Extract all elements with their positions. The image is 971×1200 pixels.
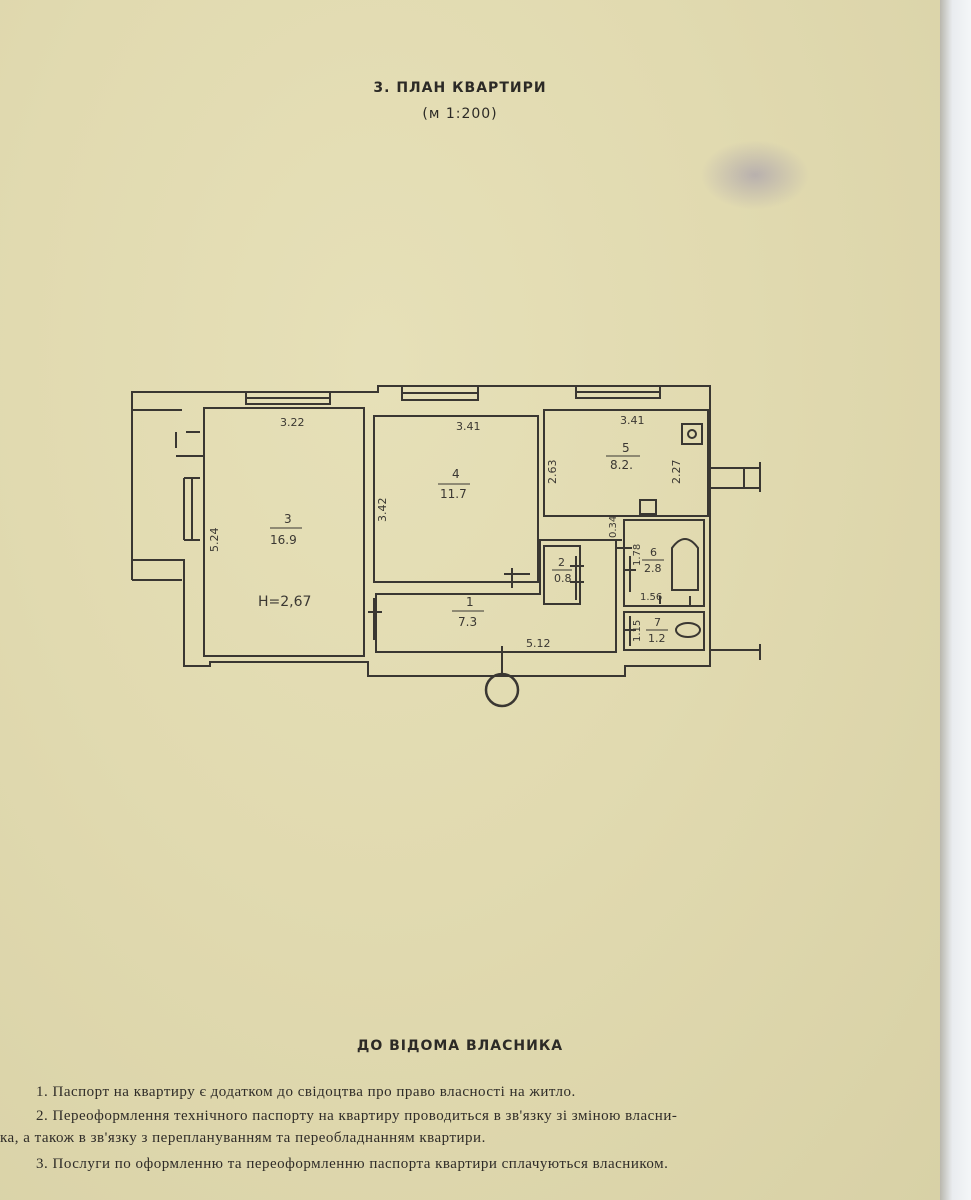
room-3-area: 16.9 bbox=[270, 533, 297, 547]
room-4-number: 4 bbox=[452, 467, 460, 481]
dim-bath-depth: 1.78 bbox=[632, 544, 643, 566]
room-2-area: 0.8 bbox=[554, 572, 572, 585]
room-3-number: 3 bbox=[284, 512, 292, 526]
notice-item-2-cont: ка, а також в зв'язку з переплануванням … bbox=[0, 1130, 486, 1146]
notice-item-1: 1. Паспорт на квартиру є додатком до сві… bbox=[36, 1084, 576, 1100]
dim-room5-depth-right: 2.27 bbox=[670, 460, 683, 485]
floor-plan: 3.22 3.41 3.41 5.24 3.42 2.63 2.27 5.12 … bbox=[131, 385, 761, 708]
dim-room5-width: 3.41 bbox=[620, 414, 645, 427]
room-6-area: 2.8 bbox=[644, 562, 662, 575]
ink-stain bbox=[700, 140, 810, 210]
room-5-outline bbox=[543, 409, 709, 517]
entrance-marker bbox=[484, 646, 520, 708]
window bbox=[401, 386, 479, 401]
dim-bath-width: 1.56 bbox=[640, 592, 662, 603]
outer-wall bbox=[131, 385, 711, 677]
notice-item-3: 3. Послуги по оформленню та переоформлен… bbox=[36, 1156, 669, 1172]
room-2-outline bbox=[543, 545, 581, 605]
room-5-area: 8.2. bbox=[610, 458, 633, 472]
dim-room3-width: 3.22 bbox=[280, 416, 305, 429]
room-1-area: 7.3 bbox=[458, 615, 477, 629]
dim-wc-depth: 1.15 bbox=[632, 620, 643, 642]
room-3-outline bbox=[203, 407, 365, 657]
page-title: 3. ПЛАН КВАРТИРИ bbox=[373, 80, 547, 96]
service-stub bbox=[710, 644, 761, 660]
document-sheet bbox=[0, 0, 945, 1200]
dim-corridor-length: 5.12 bbox=[526, 637, 551, 650]
dim-wall: 0.34 bbox=[608, 516, 619, 538]
room-5-number: 5 bbox=[622, 441, 630, 455]
balcony bbox=[131, 409, 182, 581]
scale-label: (м 1:200) bbox=[422, 106, 498, 122]
room-2-number: 2 bbox=[558, 556, 565, 569]
page-edge-background bbox=[940, 0, 971, 1200]
stove bbox=[681, 423, 703, 445]
room-7-number: 7 bbox=[654, 616, 661, 629]
notice-item-2: 2. Переоформлення технічного паспорту на… bbox=[36, 1108, 678, 1124]
room-7-area: 1.2 bbox=[648, 632, 666, 645]
dim-room4-width: 3.41 bbox=[456, 420, 481, 433]
room-4-outline bbox=[373, 415, 539, 583]
sink bbox=[639, 499, 657, 515]
service-stub bbox=[710, 462, 761, 492]
ceiling-height-label: H=2,67 bbox=[258, 594, 311, 610]
room-6-number: 6 bbox=[650, 546, 657, 559]
room-6-outline bbox=[623, 519, 705, 607]
toilet bbox=[675, 622, 701, 638]
balcony-door bbox=[183, 477, 200, 541]
notice-heading: ДО ВІДОМА ВЛАСНИКА bbox=[356, 1038, 564, 1054]
dim-room5-depth-left: 2.63 bbox=[546, 460, 559, 485]
window bbox=[575, 386, 661, 399]
dim-room3-depth: 5.24 bbox=[208, 528, 221, 553]
bathtub bbox=[671, 538, 699, 591]
room-1-number: 1 bbox=[466, 595, 474, 609]
dim-room4-depth: 3.42 bbox=[376, 498, 389, 523]
room-4-area: 11.7 bbox=[440, 487, 467, 501]
window bbox=[245, 392, 331, 405]
